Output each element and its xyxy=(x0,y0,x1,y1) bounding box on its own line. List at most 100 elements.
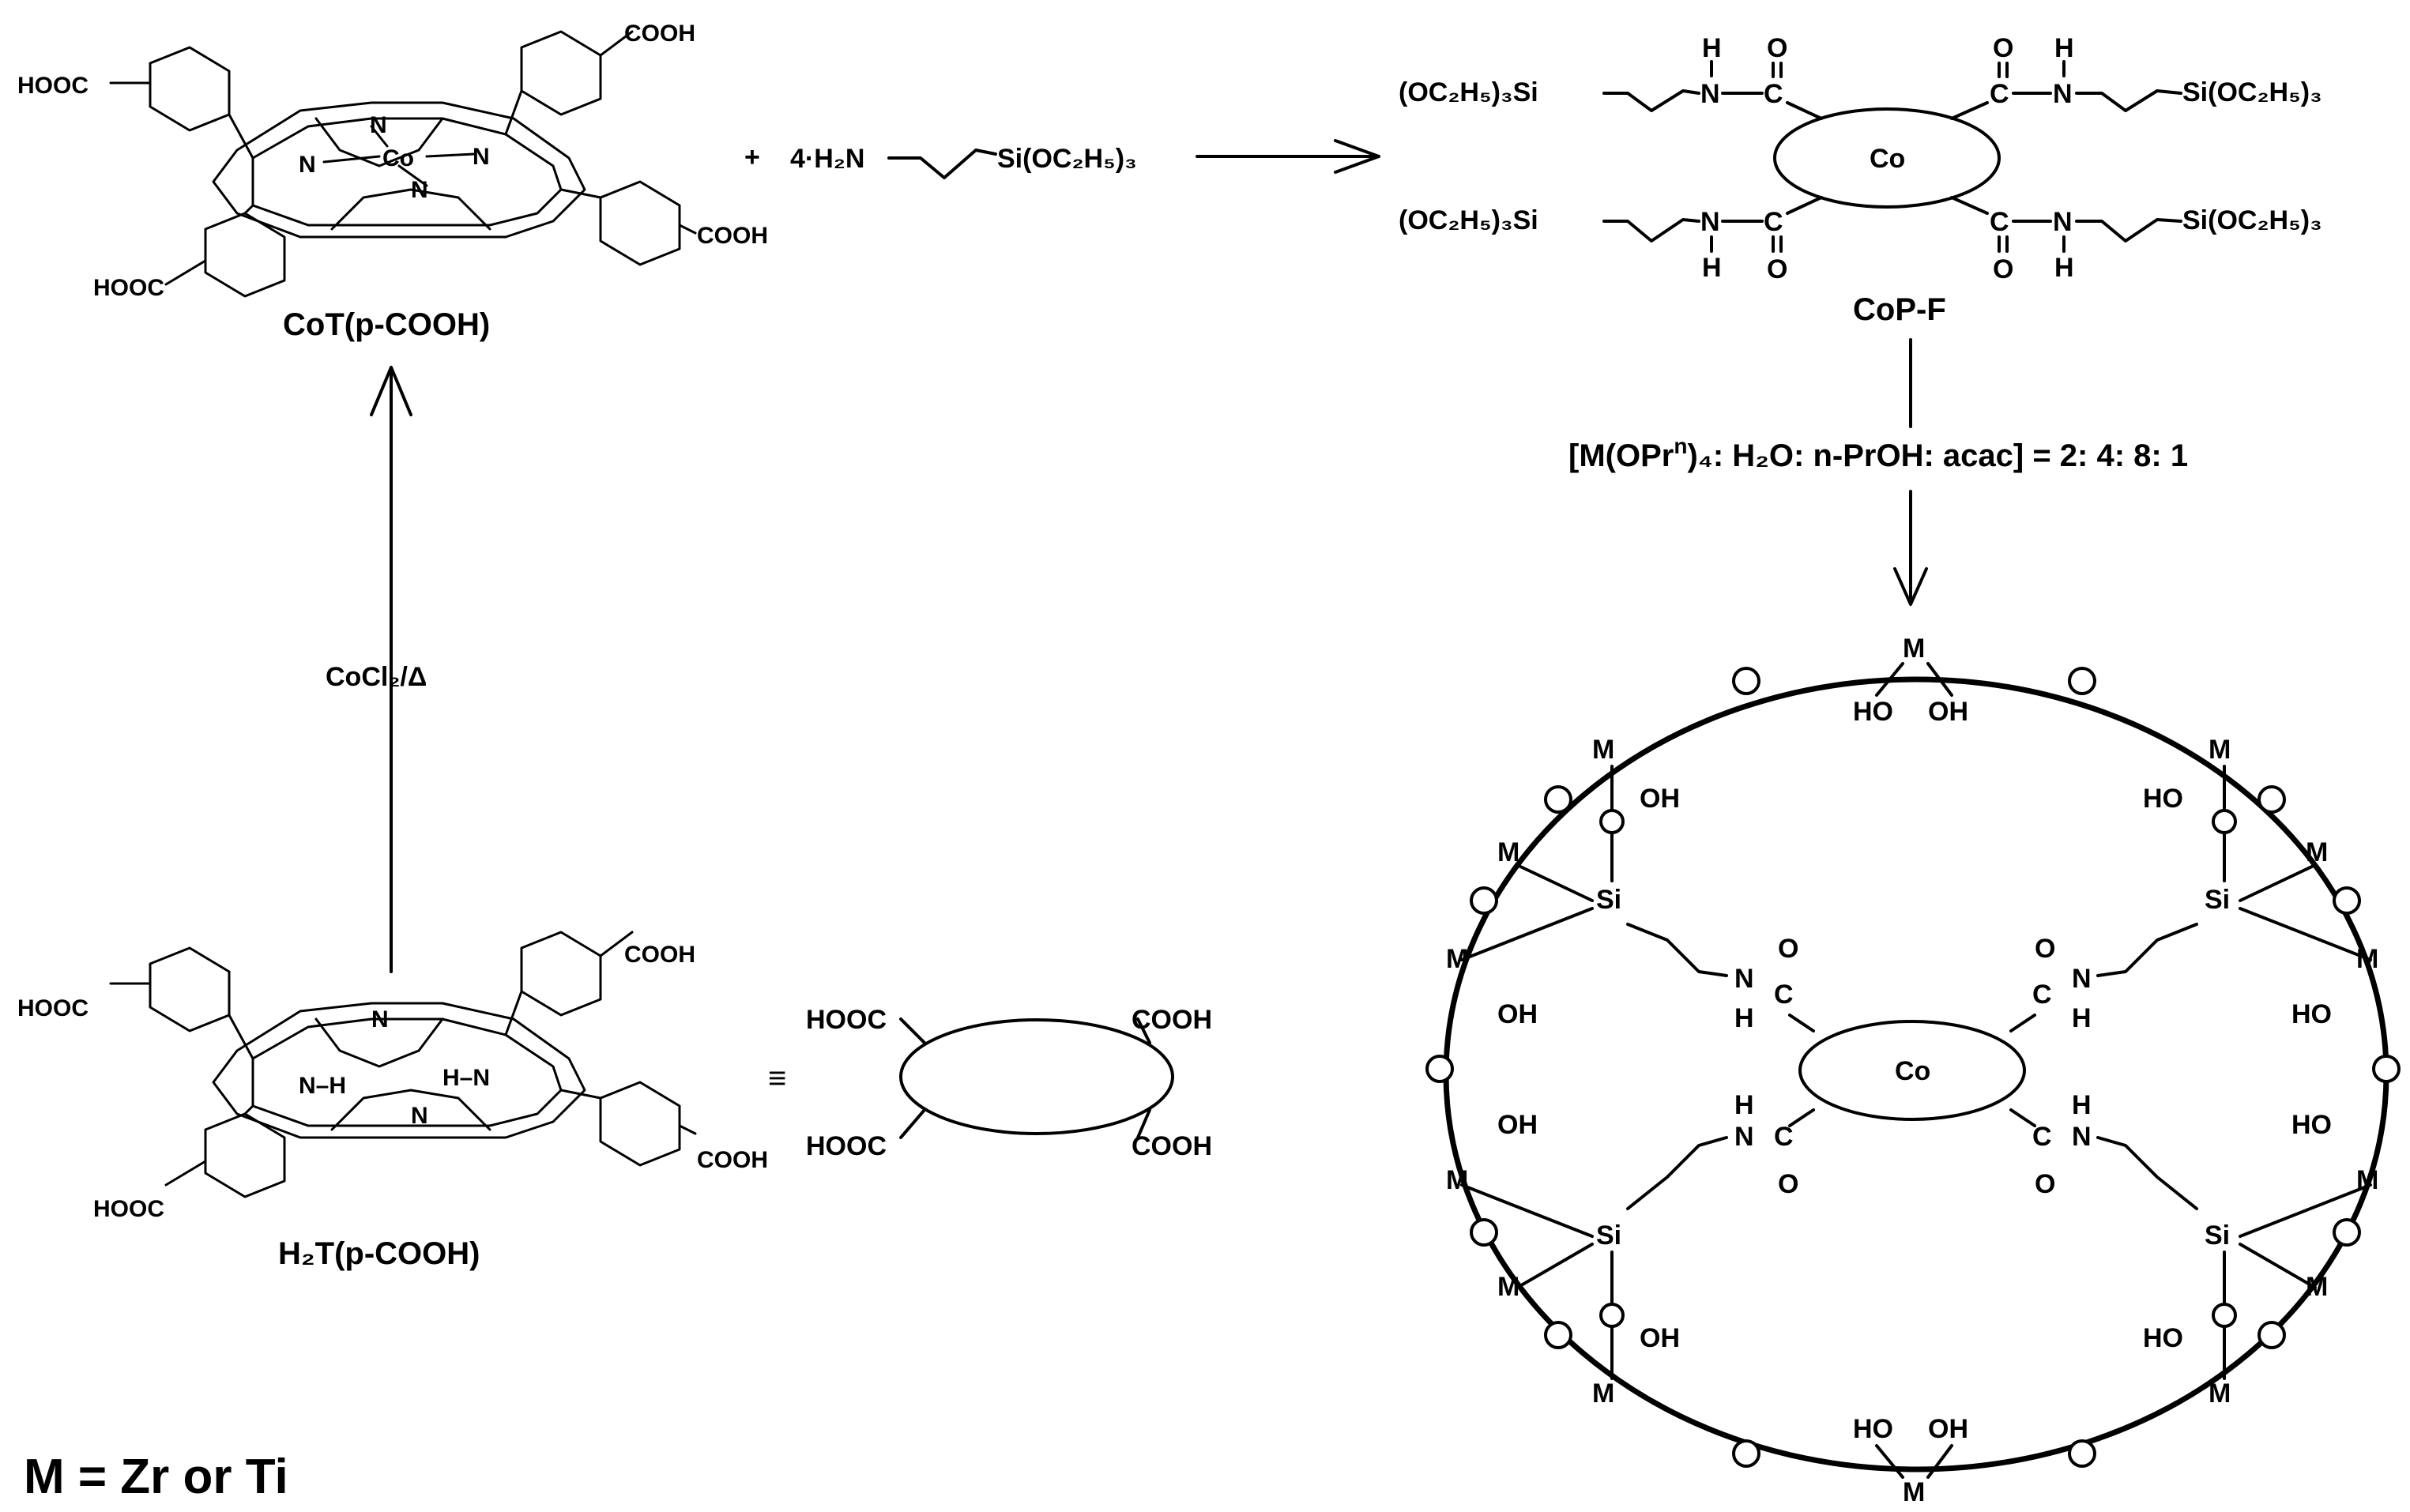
svg-text:N: N xyxy=(2072,964,2092,994)
hybrid-core-ellipse xyxy=(1798,1020,2026,1121)
svg-text:H: H xyxy=(2054,253,2074,283)
condition-step: [M(OPrn)₄: H₂O: n-PrOH: acac] = 2: 4: 8:… xyxy=(1568,338,2188,606)
silane-label: Si(OC₂H₅)₃ xyxy=(997,144,1137,174)
svg-text:M: M xyxy=(2209,735,2231,765)
svg-text:N: N xyxy=(2072,1122,2092,1152)
svg-text:O: O xyxy=(1778,934,1798,964)
cot-cooh-top-right: COOH xyxy=(624,21,695,47)
svg-text:OH: OH xyxy=(1928,1414,1968,1444)
h2t-label: H₂T(p-COOH) xyxy=(278,1236,480,1271)
cot-n-left: N xyxy=(299,152,316,178)
svg-text:N: N xyxy=(1734,964,1754,994)
svg-text:O: O xyxy=(1767,254,1787,284)
cot-porphyrin: HOOC COOH COOH HOOC Co N N N N CoT(p-COO… xyxy=(17,21,768,342)
copf-core-label: Co xyxy=(1870,144,1905,174)
h2t-simplified: ≡ HOOC COOH HOOC COOH xyxy=(768,1005,1212,1161)
svg-text:HO: HO xyxy=(1853,697,1893,727)
m-top: M xyxy=(1903,634,1925,664)
svg-text:H: H xyxy=(1702,253,1722,283)
copf-si-lower-left: (OC₂H₅)₃Si xyxy=(1399,205,1538,235)
svg-text:H: H xyxy=(2072,1003,2092,1033)
svg-text:H: H xyxy=(2072,1090,2092,1120)
svg-text:C: C xyxy=(1764,79,1783,109)
svg-text:HO: HO xyxy=(2143,1323,2183,1353)
svg-text:HO: HO xyxy=(1853,1414,1893,1444)
svg-text:COOH: COOH xyxy=(1132,1131,1212,1161)
hybrid-structure: Co C O N H C O N H C O N H C O N H Si Si… xyxy=(1425,634,2401,1507)
h2t-hooc-bottom-left: HOOC xyxy=(93,1196,164,1222)
svg-text:M: M xyxy=(1592,735,1614,765)
h2t-hooc-left: HOOC xyxy=(17,995,88,1021)
svg-text:HO: HO xyxy=(2291,999,2332,1029)
h2t-n-bottom: N xyxy=(411,1103,428,1129)
svg-text:C: C xyxy=(1990,207,2009,237)
svg-text:M: M xyxy=(1592,1378,1614,1409)
svg-text:O: O xyxy=(1993,33,2013,63)
svg-text:M: M xyxy=(1497,837,1519,867)
svg-text:C: C xyxy=(1774,1122,1794,1152)
svg-text:C: C xyxy=(2032,1122,2052,1152)
svg-text:N: N xyxy=(2053,207,2073,237)
svg-text:H: H xyxy=(2054,33,2074,63)
svg-text:N: N xyxy=(1700,79,1720,109)
copf-si-lower-right: Si(OC₂H₅)₃ xyxy=(2182,205,2322,235)
cot-label: CoT(p-COOH) xyxy=(283,307,490,342)
si-lower-right: Si xyxy=(2205,1221,2230,1251)
svg-text:N: N xyxy=(1734,1122,1754,1152)
h2t-porphyrin: HOOC COOH COOH HOOC N–H H–N N N H₂T(p-CO… xyxy=(17,931,768,1271)
cot-co-atom: Co xyxy=(382,145,414,171)
si-upper-right: Si xyxy=(2205,885,2230,915)
cot-n-right: N xyxy=(473,144,490,170)
arrow-to-copf xyxy=(1196,139,1380,174)
cot-hooc-left: HOOC xyxy=(17,73,88,99)
hybrid-core-label: Co xyxy=(1895,1056,1930,1086)
svg-text:H: H xyxy=(1702,33,1722,63)
h2t-cooh-top-right: COOH xyxy=(624,942,695,968)
si-lower-left: Si xyxy=(1596,1221,1621,1251)
cot-n-bottom: N xyxy=(411,177,428,203)
svg-text:OH: OH xyxy=(1497,1110,1538,1140)
copf-structure: Co (OC₂H₅)₃Si N H C O C O N H Si(OC₂H₅)₃… xyxy=(1399,33,2322,327)
cot-n-top: N xyxy=(370,112,387,138)
aminosilane-reagent: + 4·H₂N Si(OC₂H₅)₃ xyxy=(744,142,1137,179)
metalation-step: CoCl₂/Δ xyxy=(326,366,427,973)
copf-si-upper-left: (OC₂H₅)₃Si xyxy=(1399,77,1538,107)
copf-label: CoP-F xyxy=(1853,292,1946,327)
svg-text:HOOC: HOOC xyxy=(806,1005,887,1035)
cot-hooc-bottom-left: HOOC xyxy=(93,275,164,301)
svg-text:O: O xyxy=(1993,254,2013,284)
svg-text:O: O xyxy=(2035,934,2055,964)
svg-text:HO: HO xyxy=(2291,1110,2332,1140)
svg-text:HOOC: HOOC xyxy=(806,1131,887,1161)
svg-text:H: H xyxy=(1734,1003,1754,1033)
svg-text:COOH: COOH xyxy=(1132,1005,1212,1035)
equiv-symbol: ≡ xyxy=(768,1061,786,1096)
condition-label: [M(OPrn)₄: H₂O: n-PrOH: acac] = 2: 4: 8:… xyxy=(1568,434,2188,473)
svg-text:N: N xyxy=(1700,207,1720,237)
svg-text:M: M xyxy=(2306,1272,2328,1302)
cot-cooh-right: COOH xyxy=(697,223,768,249)
svg-text:C: C xyxy=(1764,207,1783,237)
h2t-cooh-right: COOH xyxy=(697,1147,768,1173)
svg-text:OH: OH xyxy=(1497,999,1538,1029)
h2t-core-ellipse xyxy=(899,1018,1174,1135)
svg-text:C: C xyxy=(1774,980,1794,1010)
cocl2-label: CoCl₂/Δ xyxy=(326,662,427,692)
plus-sign: + xyxy=(744,142,760,172)
m-bottom: M xyxy=(1903,1477,1925,1507)
svg-text:M: M xyxy=(1446,1165,1468,1195)
h2t-nh-right: H–N xyxy=(442,1065,490,1091)
svg-text:HO: HO xyxy=(2143,784,2183,814)
metal-legend: M = Zr or Ti xyxy=(24,1450,288,1504)
svg-text:OH: OH xyxy=(1640,1323,1680,1353)
copf-core-ellipse xyxy=(1773,107,2001,209)
amine-label: 4·H₂N xyxy=(790,144,864,174)
copf-si-upper-right: Si(OC₂H₅)₃ xyxy=(2182,77,2322,107)
svg-text:O: O xyxy=(2035,1169,2055,1199)
svg-text:O: O xyxy=(1767,33,1787,63)
h2t-n-top: N xyxy=(371,1006,389,1032)
svg-text:M: M xyxy=(2209,1378,2231,1409)
si-upper-left: Si xyxy=(1596,885,1621,915)
svg-text:N: N xyxy=(2053,79,2073,109)
